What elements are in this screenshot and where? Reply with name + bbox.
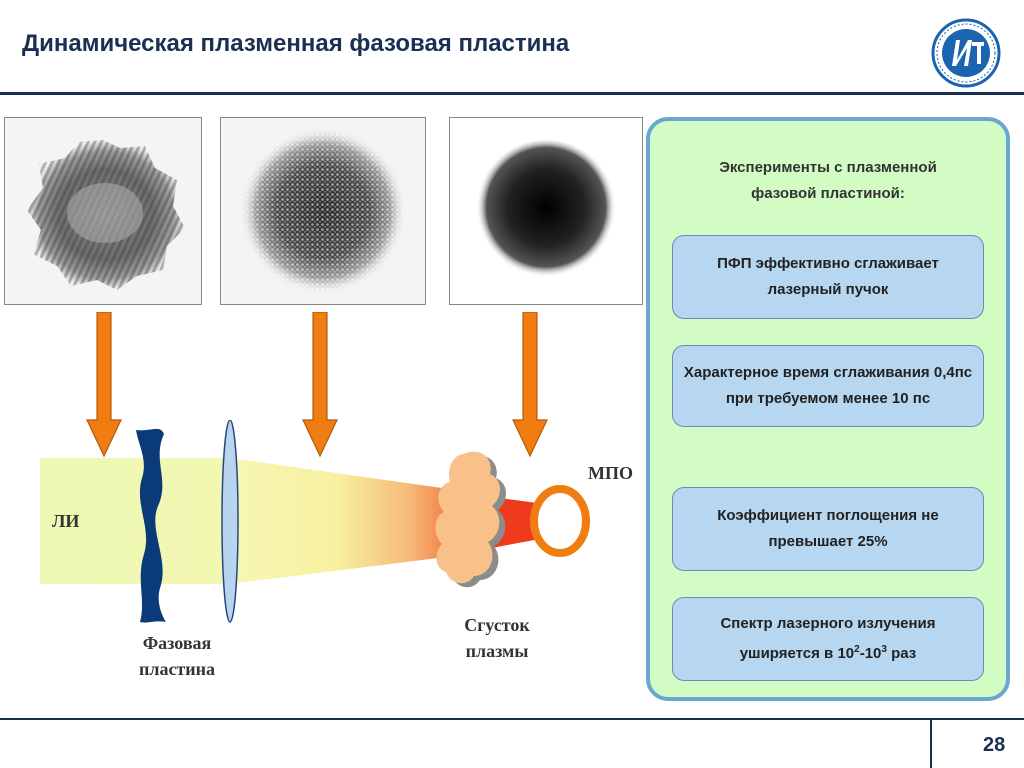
target-ring-shape <box>530 485 590 557</box>
header-divider <box>0 92 1024 95</box>
arrow-down-2-icon <box>302 312 338 458</box>
photo-speckle-spot <box>220 117 426 305</box>
phase-plate-shape <box>136 428 166 623</box>
panel-title: Эксперименты с плазменной фазовой пласти… <box>719 159 937 202</box>
institute-logo-icon <box>931 18 1001 88</box>
spectrum-text: Спектр лазерного излучения уширяется в 1… <box>720 615 936 662</box>
page-number-separator <box>930 718 932 768</box>
footer-divider <box>0 718 1024 720</box>
finding-box-smoothing: ПФП эффективно сглаживает лазерный пучок <box>672 235 984 319</box>
photo-smooth-spot <box>449 117 643 305</box>
finding-box-spectrum: Спектр лазерного излучения уширяется в 1… <box>672 597 984 681</box>
page-number: 28 <box>983 734 1006 756</box>
photo-irregular-spot <box>4 117 202 305</box>
arrow-down-1-icon <box>86 312 122 458</box>
lens-shape <box>221 420 239 623</box>
li-label: ЛИ <box>52 511 80 531</box>
phase-plate-label: Фазовая пластина <box>138 633 216 679</box>
beam-diagram <box>40 420 590 623</box>
finding-box-absorption: Коэффициент поглощения не превышает 25% <box>672 487 984 571</box>
finding-box-time: Характерное время сглаживания 0,4пс при … <box>672 345 984 427</box>
mpo-label: МПО <box>588 463 633 483</box>
arrow-down-3-icon <box>512 312 548 458</box>
plasma-cloud-shape <box>435 451 506 588</box>
experiments-panel: Эксперименты с плазменной фазовой пласти… <box>646 117 1010 701</box>
plasma-label: Сгусток плазмы <box>464 615 530 661</box>
slide-title: Динамическая плазменная фазовая пластина <box>22 30 570 57</box>
